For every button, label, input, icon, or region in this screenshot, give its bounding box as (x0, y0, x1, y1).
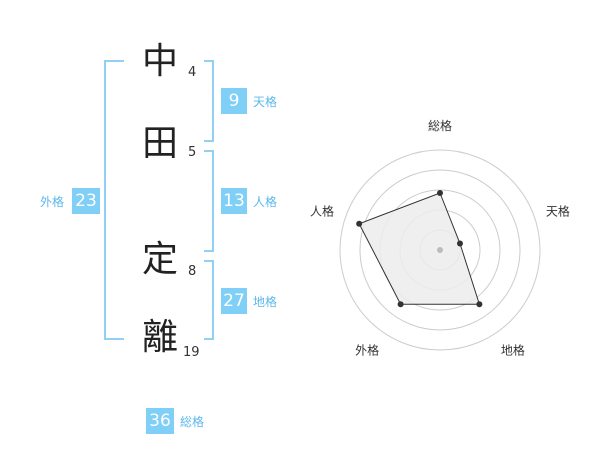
jinkaku-value: 13 (221, 188, 247, 214)
radar-axis-label: 総格 (428, 118, 452, 133)
jinkaku-label: 人格 (253, 195, 278, 209)
radar-axis-label: 外格 (355, 342, 379, 357)
name-char-3: 定 (141, 239, 178, 280)
radar-axis-label: 人格 (310, 204, 334, 219)
radar-axis-label: 天格 (546, 204, 570, 219)
chikaku-value: 27 (221, 288, 247, 314)
soukaku-value: 36 (146, 408, 174, 434)
stroke-count-4: 19 (183, 345, 200, 360)
soukaku-label: 総格 (180, 415, 205, 429)
radar-ring (359, 169, 521, 331)
radar-value-polygon (358, 192, 481, 305)
radar-point (397, 301, 404, 308)
gaikaku-value: 23 (72, 188, 100, 214)
radar-point (456, 240, 463, 247)
stroke-count-2: 5 (188, 145, 197, 160)
radar-points (356, 190, 483, 308)
gaikaku-bracket (104, 60, 124, 340)
radar-center-dot (437, 247, 443, 253)
tenkaku-label: 天格 (253, 95, 278, 109)
radar-ring (339, 149, 541, 351)
tenkaku-value: 9 (221, 88, 247, 114)
stroke-count-1: 4 (188, 65, 197, 80)
name-char-2: 田 (141, 123, 178, 164)
chikaku-bracket (204, 260, 214, 340)
chikaku-label: 地格 (253, 295, 278, 309)
tenkaku-bracket (204, 60, 214, 142)
radar-point (437, 190, 443, 196)
stroke-count-3: 8 (188, 264, 197, 279)
gaikaku-label: 外格 (40, 195, 65, 209)
radar-point (476, 301, 483, 308)
radar-point (356, 220, 363, 227)
jinkaku-bracket (204, 150, 214, 252)
radar-axis-label: 地格 (501, 342, 525, 357)
name-char-4: 離 (141, 317, 178, 358)
name-char-1: 中 (141, 41, 178, 82)
